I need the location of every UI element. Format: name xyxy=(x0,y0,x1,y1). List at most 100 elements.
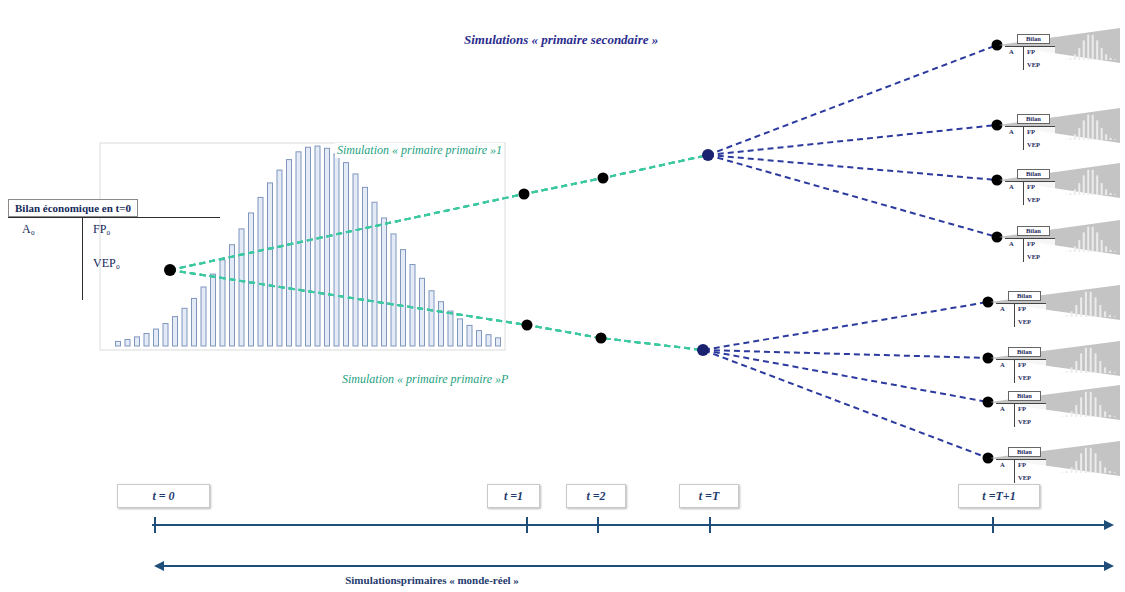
histogram-bar xyxy=(268,183,273,346)
assets-label: A xyxy=(1009,183,1023,191)
mini-bar xyxy=(1095,297,1097,317)
mini-bar xyxy=(1114,315,1116,318)
mini-bar xyxy=(1095,353,1097,373)
assets-label: A₀ xyxy=(22,222,82,236)
mini-balance-sheet: BilanAFPVEP xyxy=(988,438,1120,478)
sheet-liabilities-cell: FPVEP xyxy=(1023,239,1040,262)
sheet-t-account: AFPVEP xyxy=(1005,46,1055,70)
liability-label: VEP xyxy=(1027,141,1040,149)
histogram-bar xyxy=(220,260,225,346)
sheet-t-account: A₀FP₀VEP₀ xyxy=(8,217,220,300)
sheet-assets-cell: A xyxy=(996,360,1014,383)
path-label: Simulation « primaire primaire »P xyxy=(340,372,510,387)
time-box: t = 0 xyxy=(117,484,210,508)
equity-label: FP xyxy=(1018,405,1031,413)
axis-ticks xyxy=(155,517,993,533)
histogram-bar xyxy=(467,325,472,346)
mini-bar xyxy=(1092,170,1094,195)
time-box: t =T xyxy=(679,484,739,508)
balance-sheet: Bilan économique en t=0A₀FP₀VEP₀ xyxy=(8,198,220,300)
histogram-bar xyxy=(144,333,149,346)
histogram-bar xyxy=(315,146,320,346)
liability-label: VEP xyxy=(1027,196,1040,204)
mini-bar xyxy=(1066,371,1068,373)
mini-bar xyxy=(1114,250,1116,253)
histogram-bar xyxy=(296,152,301,346)
mini-bar xyxy=(1080,297,1082,317)
mini-bar xyxy=(1075,305,1077,317)
mini-bar xyxy=(1109,471,1111,473)
mini-bar xyxy=(1095,453,1097,473)
mini-bar xyxy=(1087,115,1089,140)
sheet-heading: Bilan xyxy=(1017,226,1050,236)
mini-bar xyxy=(1075,361,1077,373)
mini-bar xyxy=(1074,54,1076,60)
mini-bar xyxy=(1069,58,1071,60)
assets-label: A xyxy=(1000,405,1014,413)
mini-bar xyxy=(1114,193,1116,196)
equity-label: FP₀ xyxy=(93,222,120,236)
time-label: t = 0 xyxy=(128,488,199,504)
mini-bar xyxy=(1090,448,1092,473)
mini-bar xyxy=(1074,134,1076,140)
assets-label: A xyxy=(1000,461,1014,469)
sheet-liabilities-cell: FPVEP xyxy=(1023,47,1040,70)
sheet-heading: Bilan xyxy=(1017,34,1050,44)
mini-bar xyxy=(1090,292,1092,317)
sheet-assets-cell: A xyxy=(996,460,1014,483)
histogram-bar xyxy=(211,274,216,346)
histogram-bar xyxy=(163,323,168,346)
histogram-bar xyxy=(249,213,254,346)
liability-label: VEP xyxy=(1018,418,1031,426)
histogram-bar xyxy=(239,229,244,346)
mini-bar xyxy=(1080,453,1082,473)
mini-bar xyxy=(1065,58,1067,61)
sheet-heading: Bilan xyxy=(1008,291,1041,301)
sheet-liabilities-cell: FPVEP xyxy=(1023,182,1040,205)
mini-bar xyxy=(1087,227,1089,252)
mini-bar xyxy=(1061,315,1063,318)
mini-bar xyxy=(1078,183,1080,195)
mini-bar xyxy=(1099,405,1101,417)
mini-bar xyxy=(1071,411,1073,417)
mini-bar xyxy=(1114,371,1116,374)
mini-bar xyxy=(1071,367,1073,373)
histogram-bar xyxy=(477,331,482,346)
time-box: t =1 xyxy=(487,484,540,508)
simulation-path xyxy=(170,155,997,270)
histogram-bar xyxy=(382,218,387,346)
sheet-t-account: AFPVEP xyxy=(996,303,1046,327)
mini-bar xyxy=(1075,461,1077,473)
histogram-bar xyxy=(353,174,358,346)
mini-bar xyxy=(1092,35,1094,60)
sheet-liabilities-cell: FP₀VEP₀ xyxy=(82,218,120,300)
histogram-bar xyxy=(201,287,206,346)
histogram-bar xyxy=(192,298,197,346)
histogram-bar xyxy=(277,170,282,346)
mini-bar xyxy=(1080,353,1082,373)
sheet-liabilities-cell: FP VEP xyxy=(1014,404,1031,427)
mini-bar xyxy=(1069,193,1071,195)
histogram-bar xyxy=(306,147,311,346)
histogram-bar xyxy=(334,154,339,346)
equity-label: FP xyxy=(1027,48,1040,56)
histogram-bar xyxy=(116,341,121,346)
mini-bar xyxy=(1099,461,1101,473)
mini-bar xyxy=(1092,227,1094,252)
mini-bar xyxy=(1110,58,1112,60)
mini-bar xyxy=(1075,405,1077,417)
mini-bar xyxy=(1087,35,1089,60)
mini-bar xyxy=(1080,397,1082,417)
histogram-bar xyxy=(439,302,444,346)
assets-label: A xyxy=(1000,361,1014,369)
histogram-bar xyxy=(448,311,453,346)
mini-bar xyxy=(1105,246,1107,252)
mini-bar xyxy=(1061,415,1063,418)
mini-bar xyxy=(1101,240,1103,252)
sheet-assets-cell: A xyxy=(1005,47,1023,70)
sheet-t-account: AFPVEP xyxy=(1005,238,1055,262)
path-label: Simulation « primaire primaire »1 xyxy=(335,143,504,158)
branch-dot xyxy=(697,344,709,356)
simulation-path xyxy=(170,45,997,270)
mini-bar xyxy=(1104,367,1106,373)
